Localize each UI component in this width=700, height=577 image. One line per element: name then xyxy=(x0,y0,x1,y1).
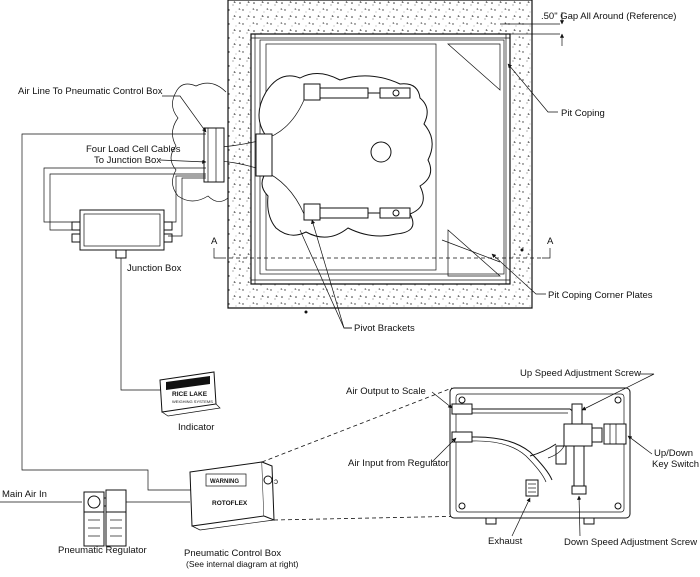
load-cell-bottom xyxy=(319,207,369,219)
control-box-label-2: (See internal diagram at right) xyxy=(186,559,299,569)
pneumatic-regulator: Pneumatic Regulator xyxy=(58,489,147,556)
load-cell-cable xyxy=(43,167,206,223)
indicator: RICE LAKE WEIGHING SYSTEMS Indicator xyxy=(159,371,221,433)
load-cell-cables-label-1: Four Load Cell Cables xyxy=(86,144,181,155)
load-cell-mount-bottom xyxy=(303,203,321,221)
pivot-brackets-label: Pivot Brackets xyxy=(354,323,415,334)
indicator-subbrand: WEIGHING SYSTEMS xyxy=(172,399,213,404)
reference-dot xyxy=(304,310,308,314)
junction-box-gland xyxy=(71,221,81,231)
corner-plates-label: Pit Coping Corner Plates xyxy=(548,290,653,301)
junction-box-gland xyxy=(163,221,173,231)
control-box-warning-label xyxy=(205,473,247,487)
air-input-label: Air Input from Regulator xyxy=(348,458,449,469)
load-cell-cable xyxy=(168,177,206,237)
exhaust-label: Exhaust xyxy=(488,536,523,547)
corner-plate-bottom-right xyxy=(447,229,501,277)
key-switch-label-1: Up/Down xyxy=(654,448,693,459)
center-hole xyxy=(370,141,392,163)
section-marker-right xyxy=(542,248,551,259)
pit-leaders: Air Line To Pneumatic Control Box Four L… xyxy=(18,63,653,334)
indicator-brand: RICE LAKE xyxy=(172,391,208,398)
regulator-filter-bowl xyxy=(83,511,105,547)
ground-break-line xyxy=(170,82,229,202)
tube-input xyxy=(471,436,553,481)
main-air-in-label: Main Air In xyxy=(2,489,47,500)
control-box-body xyxy=(189,461,265,527)
internal-leaders: Air Output to Scale Air Input from Regul… xyxy=(346,368,699,548)
section-marker-left xyxy=(213,248,222,259)
section-a-right-label: A xyxy=(547,236,554,247)
indicator-display xyxy=(166,376,210,390)
junction-box-body xyxy=(79,209,165,251)
air-output-label: Air Output to Scale xyxy=(346,386,426,397)
control-box-label-1: Pneumatic Control Box xyxy=(184,548,281,559)
pit-coping-edge xyxy=(250,33,511,285)
projection-line xyxy=(261,387,453,463)
control-box-key-switch xyxy=(263,475,273,485)
control-box-internal xyxy=(449,387,631,525)
down-speed-screw xyxy=(573,445,585,487)
key-switch-body xyxy=(603,423,627,445)
conduit-entry xyxy=(203,127,225,183)
indicator-label: Indicator xyxy=(178,422,214,433)
control-box-key-glyph: ↄ xyxy=(274,477,278,486)
indicator-cable xyxy=(120,258,162,391)
air-output-fitting xyxy=(451,403,473,415)
key-switch-label-2: Key Switch xyxy=(652,459,699,470)
regulator-gauge xyxy=(87,495,101,509)
load-cell-cables-label-2: To Junction Box xyxy=(94,155,161,166)
junction-box-label: Junction Box xyxy=(127,263,182,274)
valve-block xyxy=(563,423,593,447)
up-speed-screw xyxy=(571,403,583,425)
up-speed-label: Up Speed Adjustment Screw xyxy=(520,368,641,379)
air-line-label: Air Line To Pneumatic Control Box xyxy=(18,86,163,97)
projection-line xyxy=(273,515,471,521)
cable-conduit-box xyxy=(255,133,273,177)
control-box-brand: ROTOFLEX xyxy=(212,500,248,507)
pneumatic-control-box: WARNING ROTOFLEX ↄ Pneumatic Control Box… xyxy=(184,387,471,569)
air-lines: Main Air In xyxy=(0,133,206,503)
pit-plan: A A xyxy=(170,0,554,309)
corner-plate-brace xyxy=(441,239,501,263)
gap-dimension: .50" Gap All Around (Reference) xyxy=(500,11,676,46)
junction-box: Junction Box xyxy=(43,167,206,391)
air-line-to-control-box xyxy=(21,133,206,491)
air-input-fitting xyxy=(451,431,473,443)
junction-box-gland xyxy=(115,249,127,259)
reference-dot xyxy=(520,248,524,252)
load-cell-top xyxy=(319,87,369,99)
pit-coping-label: Pit Coping xyxy=(561,108,605,119)
load-cell-cable xyxy=(49,173,206,231)
regulator-lubricator-bowl xyxy=(105,511,127,547)
regulator-label: Pneumatic Regulator xyxy=(58,545,147,556)
junction-box-gland xyxy=(71,233,81,243)
gap-label: .50" Gap All Around (Reference) xyxy=(541,11,676,22)
load-cell-mount-top xyxy=(303,83,321,101)
section-a-left-label: A xyxy=(211,236,218,247)
corner-plate-top-right xyxy=(447,43,501,91)
load-cell-cable xyxy=(168,175,206,223)
down-speed-label: Down Speed Adjustment Screw xyxy=(564,537,697,548)
control-box-warning: WARNING xyxy=(210,479,239,485)
junction-box-gland xyxy=(163,233,173,243)
